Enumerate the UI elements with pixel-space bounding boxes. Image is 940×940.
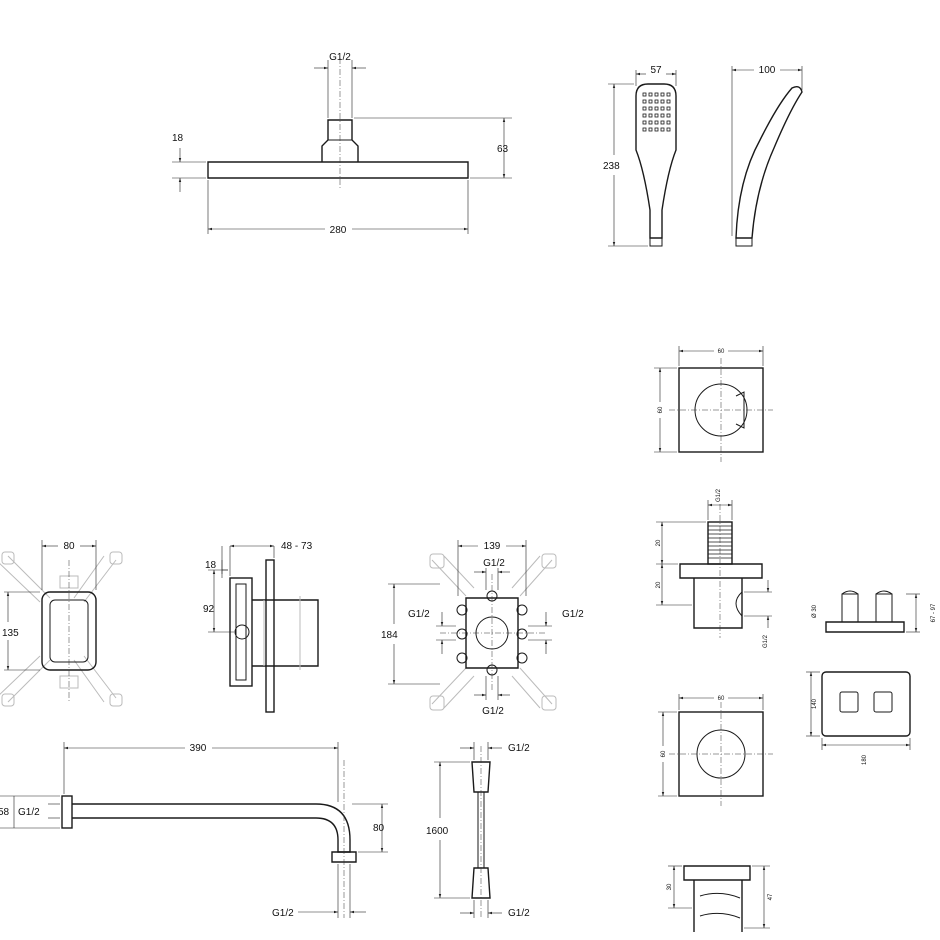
hose-drawing: 1600 G1/2 G1/2 [426, 742, 530, 919]
hand-shower-drawing: 57 238 100 [603, 65, 803, 247]
hand-side-depth-dim: 100 [759, 65, 776, 76]
spray-hole [666, 99, 671, 104]
spray-hole [660, 120, 665, 125]
spray-hole [648, 99, 653, 104]
outlet-dim-a: 20 [656, 539, 662, 546]
spray-hole [648, 106, 653, 111]
spray-hole [654, 99, 659, 104]
diverter-top-dim: G1/2 [483, 558, 505, 569]
spray-hole [642, 92, 647, 97]
hose-top-dim: G1/2 [508, 743, 530, 754]
wall-elbow-side: 30 47 [667, 865, 774, 932]
control-diameter-dim: Ø 30 [812, 604, 818, 618]
overhead-total-height-dim: 63 [497, 144, 509, 155]
box-front-width-dim: 80 [63, 541, 75, 552]
diverter-height-dim: 184 [381, 630, 398, 641]
elbow-dim-b: 47 [768, 893, 774, 900]
spray-hole [666, 113, 671, 118]
plate2-height-dim: 60 [661, 750, 667, 757]
mounting-box-side: 48 - 73 18 92 [203, 541, 319, 713]
plate1-height-dim: 60 [658, 406, 664, 413]
diverter-bottom-dim: G1/2 [482, 706, 504, 717]
spray-hole [654, 92, 659, 97]
overhead-connection-dim: G1/2 [329, 52, 351, 63]
hose-bottom-dim: G1/2 [508, 908, 530, 919]
plate2-width-dim: 60 [718, 696, 725, 702]
hand-length-dim: 238 [603, 161, 620, 172]
hand-head-width-dim: 57 [650, 65, 662, 76]
wall-outlet-side: G1/2 20 20 G1/2 [656, 488, 772, 648]
spray-hole [660, 92, 665, 97]
spray-hole [648, 113, 653, 118]
diverter-right-dim: G1/2 [562, 609, 584, 620]
box-side-a-dim: 18 [205, 560, 217, 571]
control-height-dim: 140 [812, 698, 818, 709]
wall-plate-square-1: 60 60 [654, 346, 773, 462]
arm-bottom-dim: G1/2 [272, 908, 294, 919]
spray-hole [648, 127, 653, 132]
shower-arm-drawing: 390 80 58 G1/2 G1/2 [0, 742, 388, 919]
spray-hole [660, 127, 665, 132]
spray-hole [666, 120, 671, 125]
elbow-dim-a: 30 [667, 883, 673, 890]
spray-hole [642, 120, 647, 125]
control-range-dim: 67 - 97 [931, 603, 937, 622]
control-width-dim: 180 [862, 754, 868, 765]
plate1-width-dim: 60 [718, 349, 725, 355]
spray-hole [654, 127, 659, 132]
spray-hole [642, 106, 647, 111]
wall-plate-square-2: 60 60 [658, 694, 773, 806]
outlet-dim-b: 20 [656, 581, 662, 588]
mounting-box-front: 80 135 [0, 540, 123, 707]
control-plate-drawing: Ø 30 67 - 97 140 180 [806, 590, 937, 765]
spray-hole [642, 99, 647, 104]
spray-hole [666, 127, 671, 132]
spray-hole [660, 113, 665, 118]
diverter-drawing: 139 G1/2 184 G1/2 G1/2 G1/2 [381, 540, 584, 717]
spray-hole [654, 113, 659, 118]
arm-pipe-dim: G1/2 [18, 807, 40, 818]
spray-hole [648, 92, 653, 97]
spray-hole [642, 113, 647, 118]
outlet-side-dim: G1/2 [763, 634, 769, 648]
arm-drop-dim: 80 [373, 823, 385, 834]
outlet-thread-dim: G1/2 [716, 488, 722, 502]
hose-length-dim: 1600 [426, 826, 449, 837]
diverter-width-dim: 139 [484, 541, 501, 552]
box-front-height-dim: 135 [2, 628, 19, 639]
overhead-width-dim: 280 [330, 225, 347, 236]
arm-wall-dim: 58 [0, 807, 10, 818]
box-side-depth-dim: 48 - 73 [281, 541, 313, 552]
diverter-left-dim: G1/2 [408, 609, 430, 620]
arm-length-dim: 390 [190, 743, 207, 754]
spray-hole [654, 120, 659, 125]
box-side-b-dim: 92 [203, 604, 215, 615]
spray-hole [660, 99, 665, 104]
spray-hole [642, 127, 647, 132]
overhead-plate-height-dim: 18 [172, 133, 184, 144]
overhead-shower-drawing: G1/2 18 63 280 [172, 52, 512, 236]
spray-hole [660, 106, 665, 111]
spray-hole [648, 120, 653, 125]
spray-hole [666, 106, 671, 111]
spray-hole [666, 92, 671, 97]
spray-hole [654, 106, 659, 111]
